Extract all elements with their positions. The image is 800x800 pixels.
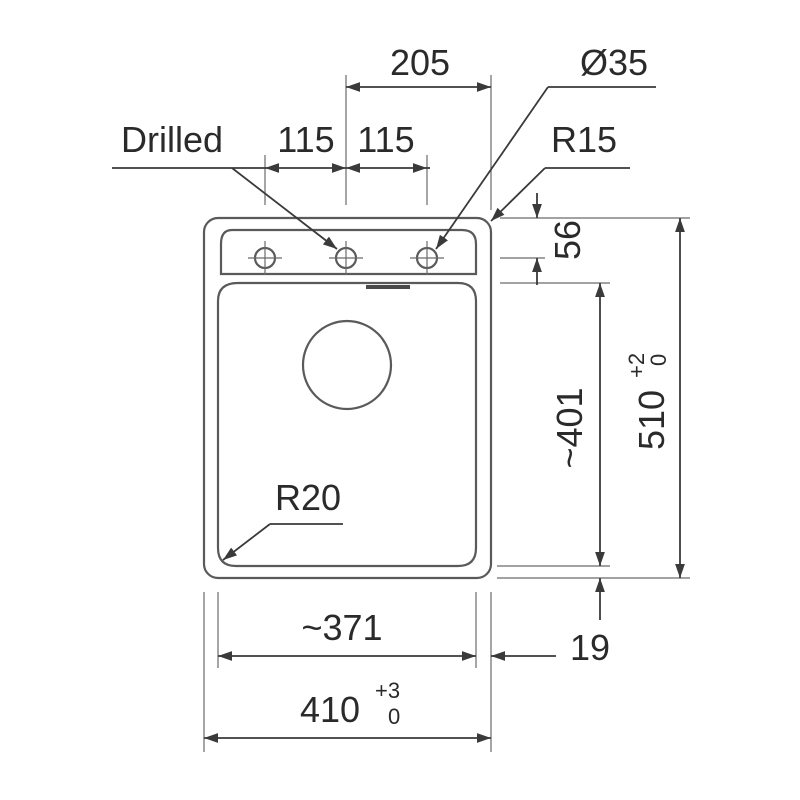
label-56: 56 (547, 220, 588, 260)
label-r15: R15 (551, 119, 617, 160)
sink-outer-rim (202, 216, 493, 580)
sink-bowl (216, 281, 478, 568)
tap-ledge (219, 228, 478, 276)
tap-holes (248, 241, 444, 275)
label-510: 510 (631, 390, 672, 450)
label-410-tol-upper: +3 (375, 678, 400, 703)
label-410: 410 (300, 689, 360, 730)
label-drilled: Drilled (121, 119, 223, 160)
label-115-right: 115 (357, 119, 414, 160)
tap-hole-center (329, 241, 363, 275)
label-410-group: 410 +3 0 (300, 678, 400, 730)
label-19: 19 (570, 627, 610, 668)
label-diameter-35: Ø35 (580, 42, 648, 83)
dimension-lines (112, 82, 685, 743)
leader-drilled (231, 167, 338, 250)
label-371: ~371 (301, 607, 382, 648)
label-510-group: 510 +2 0 (624, 353, 672, 450)
leader-r20 (222, 523, 271, 561)
dimension-labels: 205 Ø35 Drilled 115 115 R15 56 ~401 510 … (121, 42, 672, 730)
leader-dia-35 (435, 86, 549, 250)
label-401: ~401 (549, 387, 590, 468)
label-510-tol-lower: 0 (646, 354, 671, 366)
label-115-left: 115 (277, 119, 334, 160)
label-510-tol-upper: +2 (624, 353, 649, 378)
label-r20: R20 (275, 477, 341, 518)
leader-r15 (490, 167, 546, 222)
drain-circle (301, 319, 393, 411)
tap-hole-right (410, 241, 444, 275)
label-410-tol-lower: 0 (388, 704, 400, 729)
tap-hole-left (248, 241, 282, 275)
extension-lines (203, 75, 690, 752)
sink-outline (202, 216, 493, 580)
label-205: 205 (390, 42, 450, 83)
leader-lines (222, 86, 656, 561)
